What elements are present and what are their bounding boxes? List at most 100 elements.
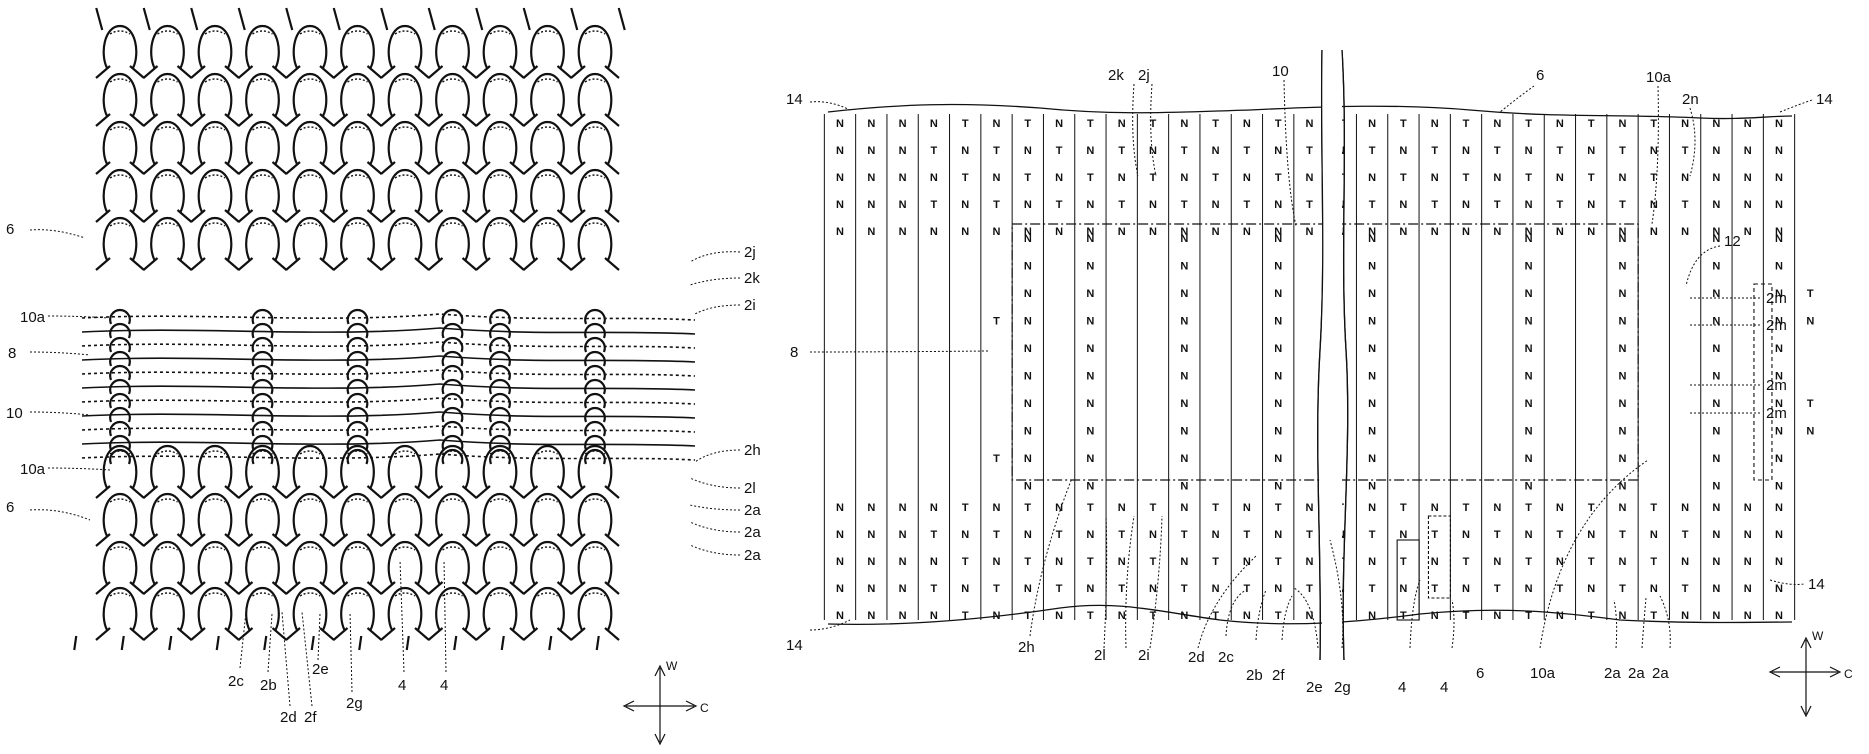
knit-loop-leg bbox=[191, 210, 239, 222]
stitch-cell-top: N bbox=[961, 145, 969, 157]
knit-loop bbox=[484, 494, 517, 536]
knit-loop-leg bbox=[476, 486, 524, 498]
compass-right-east: C bbox=[1844, 667, 1853, 681]
stitch-cell-bottom: T bbox=[1494, 529, 1501, 541]
knit-loop-sinker bbox=[300, 79, 320, 82]
knit-loop-leg bbox=[381, 628, 429, 640]
knit-loop-leg bbox=[239, 486, 287, 498]
tuck-loop bbox=[585, 324, 605, 338]
stitch-cell-bottom: T bbox=[1118, 529, 1125, 541]
stitch-cell-top: N bbox=[867, 145, 875, 157]
stitch-cell-bottom: N bbox=[1024, 583, 1032, 595]
knit-loop-leg bbox=[96, 486, 144, 498]
stitch-cell-bottom: T bbox=[1244, 529, 1251, 541]
label-2h: 2h bbox=[744, 442, 761, 459]
knit-loop-sinker bbox=[110, 175, 130, 178]
stitch-cell-top: T bbox=[1369, 145, 1376, 157]
stitch-cell-top: T bbox=[1275, 172, 1282, 184]
knit-loop-sinker bbox=[490, 31, 510, 34]
yarn-end bbox=[264, 636, 266, 650]
stitch-cell-bottom: N bbox=[1556, 502, 1564, 514]
stitch-cell-middle: N bbox=[1086, 398, 1094, 410]
knit-loop-sinker bbox=[300, 451, 320, 454]
stitch-cell-bottom: T bbox=[1400, 502, 1407, 514]
stitch-cell-middle: T bbox=[993, 316, 1000, 328]
stitch-cell-bottom: T bbox=[931, 583, 938, 595]
stitch-cell-bottom: T bbox=[1431, 529, 1438, 541]
knit-loop-leg bbox=[429, 66, 477, 78]
tuck-loop bbox=[443, 394, 463, 408]
stitch-cell-top: N bbox=[1399, 199, 1407, 211]
tuck-loop bbox=[443, 408, 463, 422]
stitch-cell-bottom: N bbox=[1462, 529, 1470, 541]
knit-loop-sinker bbox=[205, 127, 225, 130]
stitch-cell-middle: N bbox=[1024, 233, 1032, 245]
stitch-cell-bottom: T bbox=[962, 610, 969, 622]
yarn-end bbox=[96, 8, 102, 30]
tuck-loop bbox=[443, 338, 463, 352]
stitch-cell-top: T bbox=[1118, 145, 1125, 157]
label-2g: 2g bbox=[346, 695, 363, 712]
knit-loop-sinker bbox=[253, 223, 273, 226]
stitch-cell-top: T bbox=[962, 118, 969, 130]
stitch-cell-middle: N bbox=[1806, 316, 1814, 328]
stitch-cell-bottom: N bbox=[1681, 502, 1689, 514]
yarn-2g-right-edge bbox=[1342, 50, 1348, 660]
stitch-cell-middle: T bbox=[993, 453, 1000, 465]
knit-loop-leg bbox=[524, 114, 572, 126]
stitch-cell-bottom: N bbox=[993, 502, 1001, 514]
stitch-cell-top: N bbox=[1024, 199, 1032, 211]
stitch-cell-top: N bbox=[1712, 118, 1720, 130]
stitch-cell-top: N bbox=[899, 226, 907, 238]
stitch-cell-bottom: N bbox=[1712, 610, 1720, 622]
yarn-2g-mask bbox=[1322, 50, 1342, 660]
knit-loop-leg bbox=[191, 628, 239, 640]
stitch-cell-top: N bbox=[836, 118, 844, 130]
yarn-end bbox=[476, 8, 482, 30]
knit-loop bbox=[294, 218, 327, 260]
knit-loop bbox=[246, 170, 279, 212]
stitch-cell-bottom: T bbox=[1525, 610, 1532, 622]
tuck-loop bbox=[585, 352, 605, 366]
stitch-cell-middle: N bbox=[1525, 343, 1533, 355]
stitch-cell-middle: N bbox=[1274, 316, 1282, 328]
knit-loop bbox=[531, 122, 564, 164]
stitch-cell-bottom: N bbox=[1180, 502, 1188, 514]
label-10: 10 bbox=[6, 405, 23, 422]
stitch-cell-top: N bbox=[1775, 172, 1783, 184]
stitch-cell-top: N bbox=[1055, 226, 1063, 238]
knit-loop-leg bbox=[524, 210, 572, 222]
stitch-cell-middle: T bbox=[1807, 288, 1814, 300]
knit-loop-leg bbox=[144, 162, 192, 174]
stitch-cell-bottom: N bbox=[1368, 556, 1376, 568]
knit-loop-leg bbox=[96, 258, 144, 270]
stitch-cell-bottom: T bbox=[962, 502, 969, 514]
stitch-cell-middle: N bbox=[1180, 261, 1188, 273]
knit-loop-sinker bbox=[443, 79, 463, 82]
stitch-cell-bottom: N bbox=[1306, 556, 1314, 568]
label-14-right: 14 bbox=[1808, 576, 1825, 593]
knit-loop-leg bbox=[239, 66, 287, 78]
knit-loop bbox=[294, 26, 327, 68]
knit-loop-sinker bbox=[490, 175, 510, 178]
knit-loop-sinker bbox=[205, 79, 225, 82]
knit-loop bbox=[341, 542, 374, 584]
stitch-cell-top: N bbox=[1368, 118, 1376, 130]
stitch-cell-bottom: N bbox=[1149, 583, 1157, 595]
stitch-cell-bottom: N bbox=[1493, 502, 1501, 514]
stitch-cell-middle: N bbox=[1619, 261, 1627, 273]
knit-loop-leg bbox=[524, 258, 572, 270]
knit-loop bbox=[246, 494, 279, 536]
stitch-cell-bottom: N bbox=[867, 529, 875, 541]
knit-loop bbox=[294, 494, 327, 536]
label-14-bottom-left: 14 bbox=[786, 637, 803, 654]
stitch-cell-middle: N bbox=[1180, 426, 1188, 438]
knit-loop-sinker bbox=[538, 127, 558, 130]
stitch-cell-top: T bbox=[1619, 199, 1626, 211]
stitch-cell-top: N bbox=[899, 199, 907, 211]
knit-loop-sinker bbox=[443, 593, 463, 596]
stitch-cell-bottom: N bbox=[899, 529, 907, 541]
knit-loop-leg bbox=[96, 114, 144, 126]
stitch-cell-middle: N bbox=[1619, 343, 1627, 355]
